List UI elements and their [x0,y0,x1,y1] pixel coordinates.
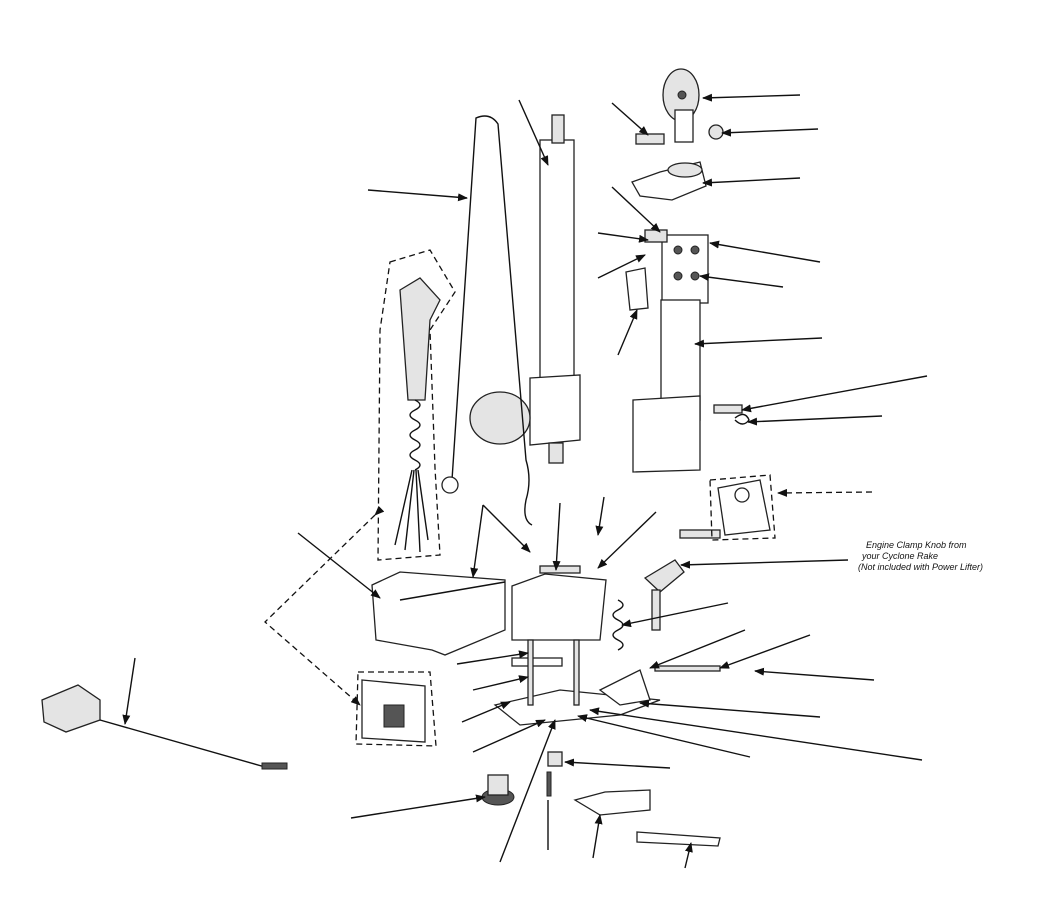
callout-line-2: your Cyclone Rake [862,551,939,561]
linear-actuator [469,114,581,464]
mast-bracket [625,229,709,473]
leader-arrows [122,93,928,869]
wrench [636,831,721,847]
bracket-group-outline [709,474,776,541]
screw [546,771,552,797]
hand-remote [394,277,441,553]
power-cable [441,115,533,526]
clamp-bracket [573,789,651,816]
engine-clamp-knob [643,559,685,631]
motor-bracket-kit [679,479,771,539]
engine-clamp-knob-callout: Engine Clamp Knob from your Cyclone Rake… [858,540,983,573]
base-plate [493,639,721,726]
pulley-assembly [662,68,700,143]
small-bracket [547,751,563,767]
battery-box-cover [371,571,506,656]
spring [612,599,624,651]
hitch-pin [713,404,750,425]
remote-group-outline [377,249,456,561]
callout-line-1: Engine Clamp Knob from [866,540,967,550]
knob [481,774,515,806]
control-group-outline [355,671,437,747]
tube-clamp [631,161,707,201]
control-board [361,679,426,743]
battery [511,565,607,641]
nut [708,124,724,140]
wall-adapter [41,684,288,770]
callout-line-3: (Not included with Power Lifter) [858,562,984,572]
bolt [635,133,665,145]
